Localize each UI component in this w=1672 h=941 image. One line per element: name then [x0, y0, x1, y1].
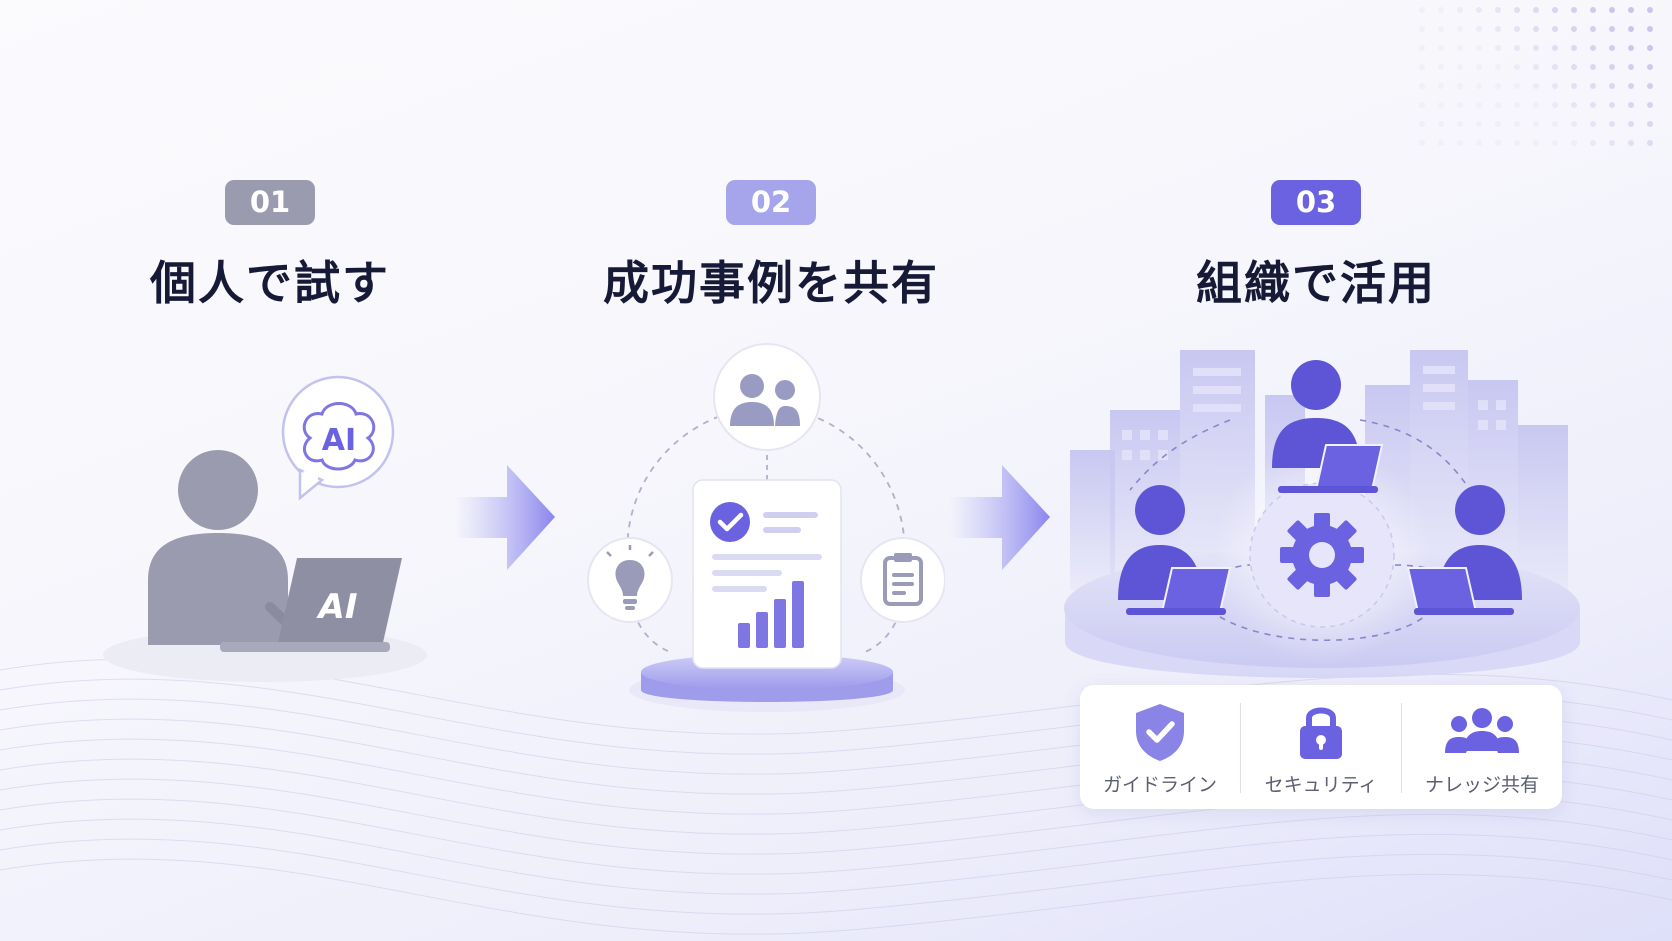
gear-icon: [1280, 513, 1364, 597]
feature-guideline: ガイドライン: [1080, 685, 1240, 809]
shield-check-icon: [1136, 704, 1184, 761]
feature-label: ガイドライン: [1102, 774, 1217, 796]
person-icon: [1272, 360, 1384, 493]
step-2-title: 成功事例を共有: [603, 256, 939, 310]
person-icon: [1406, 485, 1522, 615]
step-3-title: 組織で活用: [1196, 256, 1436, 310]
step-1-title: 個人で試す: [150, 256, 390, 310]
step-3: 03 組織で活用: [1086, 180, 1546, 313]
share-illustration: [587, 343, 945, 712]
person-icon: [1118, 485, 1232, 615]
step-2-badge: 02: [726, 180, 816, 225]
individual-illustration: AI AI: [103, 375, 427, 682]
divider: [1401, 703, 1402, 793]
lightbulb-icon: [587, 537, 673, 623]
dot-pattern: [1419, 7, 1653, 146]
step-2: 02 成功事例を共有: [541, 180, 1001, 313]
team-icon: [1445, 708, 1519, 753]
laptop-icon: AI: [220, 558, 402, 652]
arrow-right-icon: [455, 465, 555, 570]
features-panel: ガイドライン セキュリティ ナレッジ共有: [1080, 685, 1562, 809]
lock-icon: [1300, 707, 1342, 759]
arrow-right-icon: [950, 465, 1050, 570]
step-1-badge: 01: [225, 180, 315, 225]
team-circle-icon: [713, 343, 821, 451]
organization-illustration: [1064, 350, 1580, 678]
feature-label: ナレッジ共有: [1424, 774, 1539, 796]
feature-label: セキュリティ: [1264, 774, 1378, 796]
report-document-icon: [692, 479, 842, 669]
step-3-badge: 03: [1271, 180, 1361, 225]
feature-security: セキュリティ: [1241, 685, 1401, 809]
feature-knowledge-sharing: ナレッジ共有: [1402, 685, 1562, 809]
step-1: 01 個人で試す: [40, 180, 500, 313]
person-icon: [148, 450, 288, 645]
clipboard-icon: [860, 537, 945, 623]
bubble-ai-label: AI: [322, 423, 356, 458]
divider: [1240, 703, 1241, 793]
laptop-ai-label: AI: [316, 587, 358, 627]
ai-speech-bubble-icon: AI: [281, 375, 395, 501]
